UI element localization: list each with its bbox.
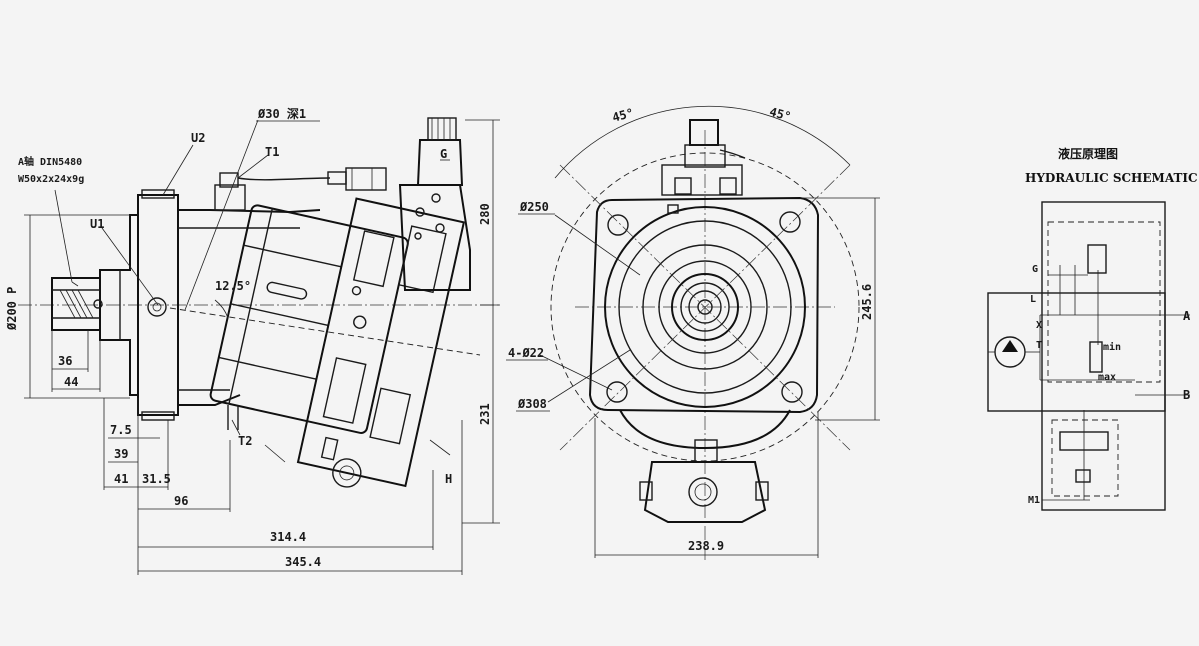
port-g-label: G (1032, 264, 1038, 275)
dim-96: 96 (174, 494, 188, 508)
port-b-label: B (1183, 388, 1190, 402)
port-l-label: L (1030, 294, 1036, 305)
schematic-title-cn: 液压原理图 (1058, 146, 1118, 161)
dim-280: 280 (478, 203, 492, 225)
t2-label: T2 (238, 434, 252, 448)
horizontal-dimensions: 36 44 7.5 39 41 31.5 96 314.4 345.4 (51, 330, 463, 575)
dim-231: 231 (478, 403, 492, 425)
bearing-housing (178, 172, 321, 406)
g-port-label: G (440, 147, 447, 161)
mounting-flange (137, 189, 179, 421)
t1-label: T1 (265, 145, 279, 159)
dim-7-5: 7.5 (110, 423, 132, 437)
dim-36: 36 (58, 354, 72, 368)
bore-label: Ø30 深1 (257, 106, 306, 121)
port-t-label: T (1036, 340, 1042, 351)
min-label: min (1103, 341, 1121, 353)
d308-label: Ø308 (517, 397, 547, 411)
dim-41: 41 (114, 472, 128, 486)
angle-left-label: 45° (611, 106, 636, 125)
d250-label: Ø250 (519, 200, 549, 214)
side-view: A轴 DIN5480 W50x2x24x9g U1 U2 Ø30 深1 T1 T… (5, 106, 500, 575)
drive-shaft (51, 277, 103, 331)
dim-44: 44 (64, 375, 78, 389)
vertical-dimensions: 280 231 (462, 119, 500, 524)
spline-spec-label: W50x2x24x9g (18, 174, 84, 185)
angle-right-label: 45° (768, 105, 793, 124)
hydraulic-schematic: 液压原理图 HYDRAULIC SCHEMATIC A B G (987, 146, 1198, 511)
height-dim: 245.6 (860, 284, 874, 320)
spline-spec-cn-label: A轴 DIN5480 (18, 155, 82, 168)
pilot-diameter-label: Ø200 P (5, 287, 19, 331)
sensor-cable (237, 167, 387, 191)
width-dim: 238.9 (688, 539, 724, 553)
holes-label: 4-Ø22 (508, 346, 544, 360)
cylinder-body (209, 197, 466, 488)
tilt-angle-label: 12.5° (215, 279, 251, 293)
dim-39: 39 (114, 447, 128, 461)
port-x-label: X (1036, 320, 1042, 331)
front-view: 45° 45° Ø250 4-Ø22 Ø308 238.9 245.6 (506, 105, 880, 560)
control-valve (398, 117, 471, 291)
h-label: H (445, 472, 452, 486)
port-m1-label: M1 (1028, 495, 1040, 506)
dim-314-4: 314.4 (270, 530, 306, 544)
port-a-label: A (1183, 309, 1191, 323)
dim-345-4: 345.4 (285, 555, 321, 569)
dim-31-5: 31.5 (142, 472, 171, 486)
u1-label: U1 (90, 217, 104, 231)
lower-port (227, 405, 286, 463)
max-label: max (1098, 372, 1116, 383)
schematic-title-en: HYDRAULIC SCHEMATIC (1025, 171, 1198, 185)
u2-label: U2 (191, 131, 205, 145)
